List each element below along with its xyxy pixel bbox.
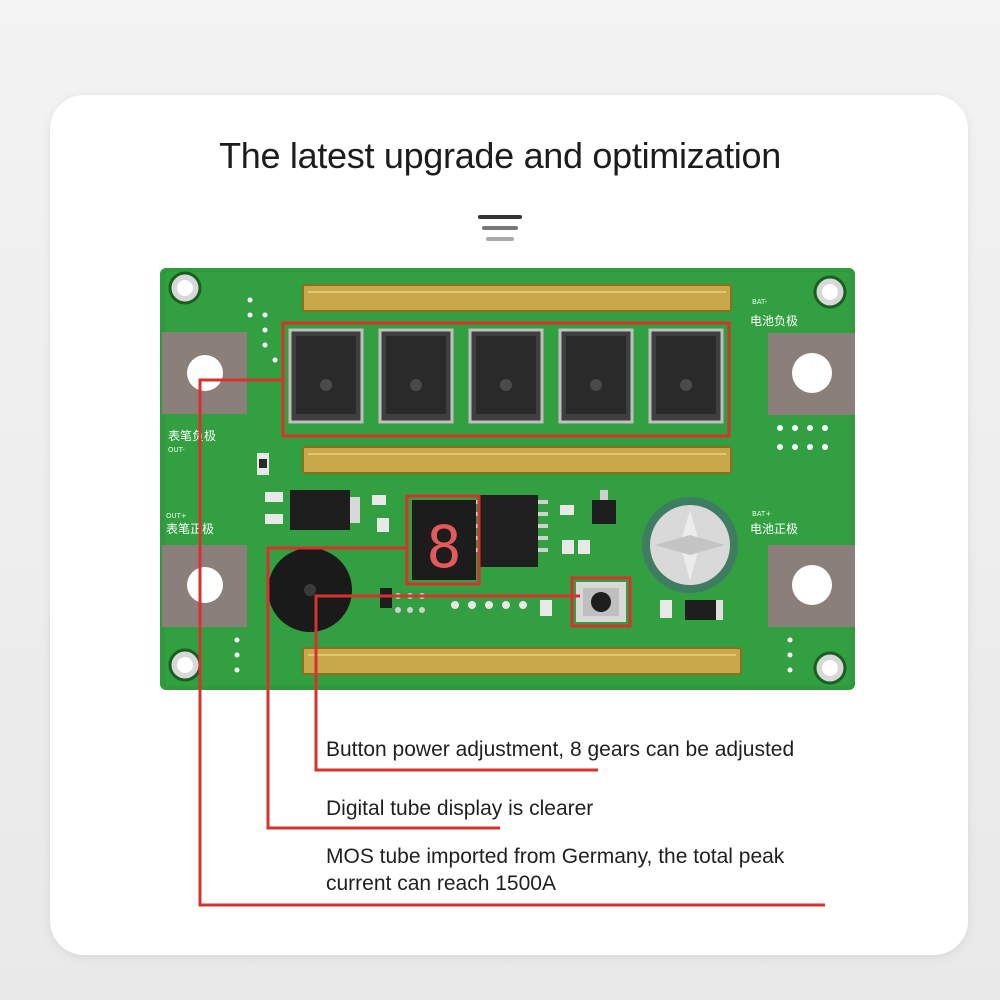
silk-pen-pos-cn: 表笔正极: [166, 521, 214, 536]
menu-icon: [478, 215, 522, 241]
display-digit: 8: [427, 513, 462, 581]
buzzer: [268, 548, 352, 632]
callout-mos-line2: current can reach 1500A: [326, 872, 556, 895]
callout-digital-display: Digital tube display is clearer: [326, 797, 594, 820]
button-highlight-box: [570, 576, 632, 628]
terminal-pads: [162, 332, 855, 627]
silk-battery-neg-en: BAT-: [752, 298, 768, 306]
callout-lines: [198, 378, 825, 907]
silk-pen-pos-en: OUT+: [166, 512, 187, 520]
silk-battery-pos-cn: 电池正极: [750, 522, 798, 536]
mos-tubes: [288, 328, 724, 424]
silk-battery-neg-cn: 电池负极: [750, 314, 798, 328]
silk-pen-neg-en: OUT-: [168, 446, 185, 454]
digital-tube-display: 8: [412, 500, 476, 581]
silk-battery-pos-en: BAT+: [752, 510, 771, 518]
callout-mos-line1: MOS tube imported from Germany, the tota…: [326, 845, 785, 868]
power-adjust-button: [576, 582, 626, 622]
page-title: The latest upgrade and optimization: [219, 135, 781, 176]
silk-pen-neg-cn: 表笔负极: [168, 428, 216, 443]
callout-button-power: Button power adjustment, 8 gears can be …: [326, 738, 795, 761]
header-pins: [234, 297, 828, 673]
capacitor: [642, 497, 738, 593]
display-highlight-box: [405, 494, 481, 586]
